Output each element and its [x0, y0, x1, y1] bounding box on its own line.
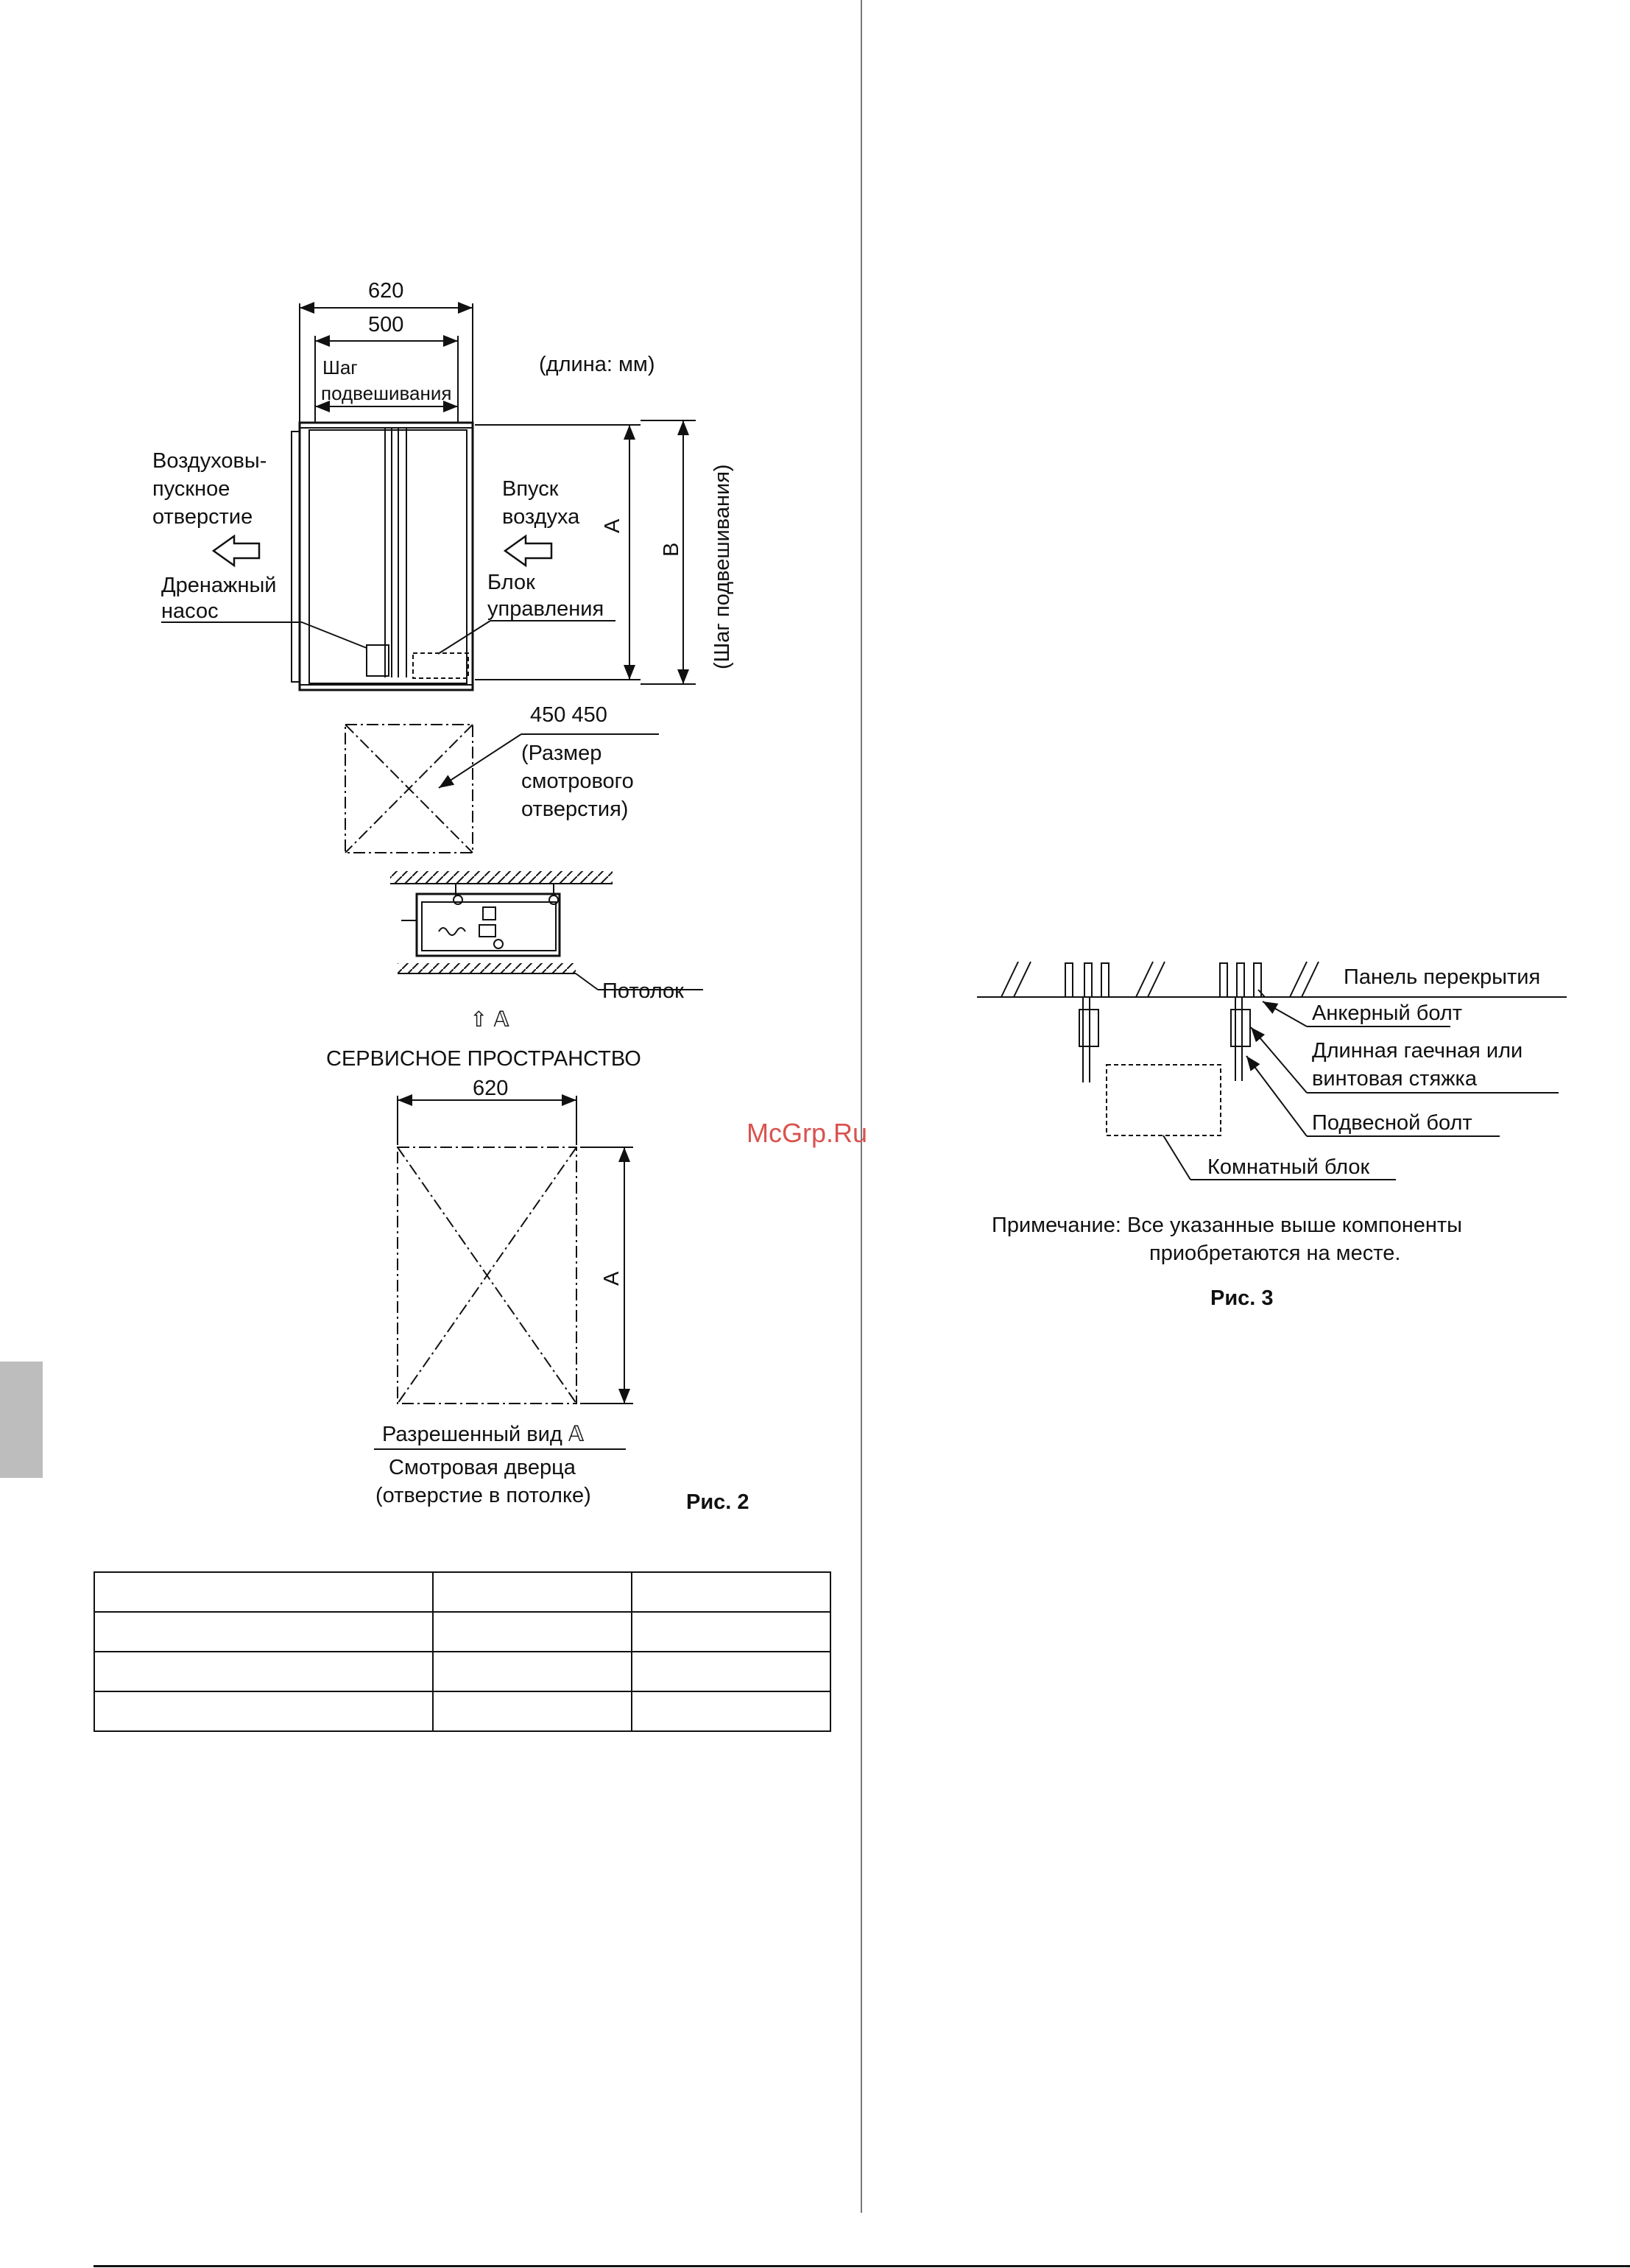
pitch-label-line1: Шаг	[322, 356, 358, 378]
view-arrow-label: ⇧ 𝔸	[470, 1008, 509, 1032]
inspection-label-line3: отверстия)	[521, 797, 629, 821]
dimension-a-label: A	[601, 518, 624, 533]
drain-pump-label-line2: насос	[161, 599, 219, 623]
unit-plan-view	[161, 302, 696, 691]
table-row	[93, 1611, 832, 1652]
service-space-width: 620	[473, 1077, 509, 1100]
suspension-drawing	[977, 961, 1567, 1180]
indoor-unit-label: Комнатный блок	[1207, 1155, 1370, 1179]
service-space-drawing	[374, 1094, 633, 1450]
outlet-label-line1: Воздуховы-	[152, 449, 267, 473]
table-cell	[630, 1691, 832, 1732]
table-cell	[432, 1571, 632, 1613]
dimension-total-width: 620	[368, 279, 404, 303]
inspection-label-line1: (Размер	[521, 742, 602, 765]
dimension-b-label: B	[660, 542, 683, 557]
control-box-label-line2: управления	[487, 597, 604, 621]
pitch-vertical-label: (Шаг подвешивания)	[710, 464, 734, 669]
intake-label-line2: воздуха	[502, 505, 580, 529]
dimension-pitch-width: 500	[368, 313, 404, 337]
footer-rule	[94, 2265, 1630, 2267]
allowed-view-label: Разрешенный вид 𝔸	[382, 1423, 585, 1446]
hanger-bolt-label: Подвесной болт	[1312, 1111, 1472, 1135]
figure-3-caption: Рис. 3	[1210, 1286, 1274, 1310]
table-row	[93, 1571, 832, 1613]
section-tab	[0, 1362, 43, 1478]
intake-label-line1: Впуск	[502, 477, 559, 501]
table-cell	[630, 1651, 832, 1692]
unit-side-view	[390, 871, 703, 990]
units-note: (длина: мм)	[539, 353, 655, 376]
table-cell	[432, 1651, 632, 1692]
figure-2-caption: Рис. 2	[686, 1490, 749, 1514]
service-space-title: СЕРВИСНОЕ ПРОСТРАНСТВО	[326, 1047, 641, 1071]
outlet-label-line3: отверстие	[152, 505, 253, 529]
nut-label-line2: винтовая стяжка	[1312, 1067, 1478, 1091]
note-line1: Примечание: Все указанные выше компонент…	[992, 1214, 1463, 1237]
empty-table	[93, 1571, 832, 1732]
anchor-bolt-label: Анкерный болт	[1312, 1001, 1463, 1025]
table-cell	[630, 1571, 832, 1613]
table-cell	[630, 1611, 832, 1652]
table-row	[93, 1651, 832, 1692]
inspection-size: 450 450	[530, 703, 607, 727]
note-line2: приобретаются на месте.	[1149, 1242, 1401, 1265]
watermark: McGrp.Ru	[747, 1118, 868, 1148]
access-door-label-line1: Смотровая дверца	[389, 1456, 576, 1479]
table-cell	[93, 1691, 434, 1732]
table-row	[93, 1691, 832, 1732]
outlet-label-line2: пускное	[152, 477, 230, 501]
nut-label-line1: Длинная гаечная или	[1312, 1039, 1523, 1063]
ceiling-label: Потолок	[602, 979, 684, 1003]
access-door-label-line2: (отверстие в потолке)	[375, 1484, 591, 1507]
inspection-label-line2: смотрового	[521, 770, 634, 793]
table-cell	[93, 1651, 434, 1692]
drain-pump-label-line1: Дренажный	[161, 574, 277, 597]
inspection-opening	[345, 724, 659, 853]
table-cell	[93, 1611, 434, 1652]
table-cell	[432, 1611, 632, 1652]
table-cell	[432, 1691, 632, 1732]
service-space-a-label: A	[600, 1271, 624, 1286]
column-divider	[861, 0, 862, 2213]
slab-label: Панель перекрытия	[1344, 965, 1541, 989]
control-box-label-line1: Блок	[487, 571, 535, 594]
table-cell	[93, 1571, 434, 1613]
pitch-label-line2: подвешивания	[321, 382, 452, 404]
